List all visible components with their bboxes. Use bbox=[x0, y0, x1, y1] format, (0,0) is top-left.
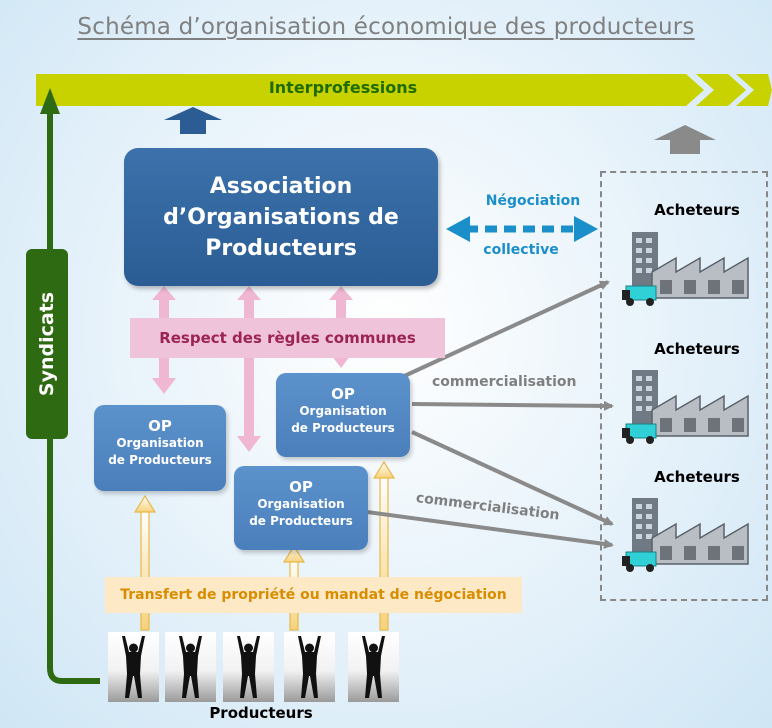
negotiation-label-2: collective bbox=[483, 242, 559, 258]
op-box-left: OP Organisation de Producteurs bbox=[94, 405, 226, 491]
association-line-2: d’Organisations de bbox=[163, 204, 399, 230]
op-title: OP bbox=[289, 478, 313, 496]
interprofessions-label: Interprofessions bbox=[268, 78, 418, 97]
syndicats-label: Syndicats bbox=[36, 291, 58, 397]
op-line-2: de Producteurs bbox=[249, 514, 353, 528]
buyers-region bbox=[600, 171, 768, 601]
producer-figure-icon bbox=[165, 632, 216, 702]
association-line-3: Producteurs bbox=[205, 235, 357, 261]
diagram-title: Schéma d’organisation économique des pro… bbox=[77, 14, 695, 40]
buyers-label-3: Acheteurs bbox=[654, 468, 740, 486]
commercialisation-label-1: commercialisation bbox=[432, 374, 577, 390]
op-box-top: OP Organisation de Producteurs bbox=[276, 373, 410, 457]
factory-icon bbox=[622, 498, 749, 572]
syndicats-box: Syndicats bbox=[26, 249, 68, 439]
association-line-1: Association bbox=[209, 173, 353, 199]
factory-icon bbox=[622, 232, 749, 306]
producer-figure-icon bbox=[348, 632, 399, 702]
association-up-arrow bbox=[164, 107, 222, 134]
association-box: Association d’Organisations de Producteu… bbox=[124, 148, 438, 286]
op-line-2: de Producteurs bbox=[108, 453, 212, 467]
syndicats-arrow bbox=[40, 88, 100, 684]
producer-figure-icon bbox=[284, 632, 335, 702]
buyers-up-arrow bbox=[654, 125, 716, 154]
factory-icon bbox=[622, 370, 749, 444]
producers-label: Producteurs bbox=[209, 704, 313, 722]
commercialisation-arrows bbox=[366, 280, 614, 549]
interprofessions-banner bbox=[36, 74, 772, 106]
op-box-bottom: OP Organisation de Producteurs bbox=[234, 466, 368, 550]
op-title: OP bbox=[331, 385, 355, 403]
transfer-box: Transfert de propriété ou mandat de négo… bbox=[105, 577, 522, 613]
op-line-1: Organisation bbox=[116, 436, 204, 450]
buyers-label-1: Acheteurs bbox=[654, 201, 740, 219]
producer-figure-icon bbox=[108, 632, 159, 702]
producer-figure-icon bbox=[223, 632, 274, 702]
negotiation-label-1: Négociation bbox=[485, 193, 581, 209]
op-line-1: Organisation bbox=[257, 497, 345, 511]
negotiation-arrow bbox=[446, 216, 598, 242]
rules-box: Respect des règles communes bbox=[130, 318, 445, 358]
buyers-label-2: Acheteurs bbox=[654, 340, 740, 358]
op-line-2: de Producteurs bbox=[291, 421, 395, 435]
op-title: OP bbox=[148, 417, 172, 435]
op-line-1: Organisation bbox=[299, 404, 387, 418]
